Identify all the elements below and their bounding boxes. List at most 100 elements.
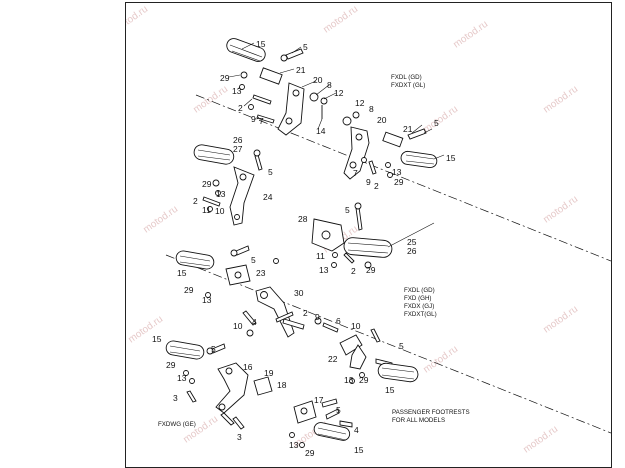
callout: 15 — [385, 385, 395, 395]
callout: 5 — [268, 167, 273, 177]
callout: 15 — [152, 334, 162, 344]
callout: 18 — [277, 380, 287, 390]
svg-text:motod.ru: motod.ru — [451, 19, 490, 51]
callout: 16 — [243, 362, 253, 372]
callout: 5 — [345, 205, 350, 215]
svg-text:motod.ru: motod.ru — [321, 4, 360, 36]
callout: 19 — [264, 368, 274, 378]
callout: 10 — [351, 321, 361, 331]
callout: 13 — [177, 373, 187, 383]
callout: 5 — [399, 341, 404, 351]
model-label: FXD (GH) — [404, 295, 432, 302]
callout: 29 — [220, 73, 230, 83]
callout: 29 — [366, 265, 376, 275]
group-mid-bracket — [311, 202, 393, 269]
callout: 6 — [336, 316, 341, 326]
callout: 11 — [316, 251, 325, 261]
callout: 15 — [354, 445, 364, 455]
callout: 13 — [319, 265, 329, 275]
leader-lines — [228, 42, 445, 248]
svg-text:motod.ru: motod.ru — [421, 344, 460, 376]
callout: 26 — [233, 135, 243, 145]
callout: 7 — [353, 168, 358, 178]
watermark-layer: motod.ru motod.ru motod.ru motod.ru moto… — [126, 4, 580, 456]
callout: 13 — [202, 295, 212, 305]
callout: 29 — [359, 375, 369, 385]
callout: 5 — [434, 118, 439, 128]
callout: 8 — [369, 104, 374, 114]
callout: 29 — [202, 179, 212, 189]
callout: 2 — [303, 308, 308, 318]
callout: 20 — [313, 75, 323, 85]
group-rider-footrest-upper — [226, 38, 438, 180]
callout: 15 — [446, 153, 456, 163]
callout: 29 — [184, 285, 194, 295]
callout: 13 — [392, 167, 402, 177]
callout: 2 — [374, 181, 379, 191]
model-label: FOR ALL MODELS — [392, 417, 445, 424]
callout: 2 — [193, 196, 198, 206]
callout: 29 — [166, 360, 176, 370]
callout: 23 — [256, 268, 266, 278]
callout: 24 — [263, 192, 273, 202]
svg-text:motod.ru: motod.ru — [541, 194, 580, 226]
callout: 27 — [233, 144, 243, 154]
callout: 13 — [289, 440, 299, 450]
callout: 20 — [377, 115, 387, 125]
svg-text:motod.ru: motod.ru — [191, 84, 230, 116]
svg-text:motod.ru: motod.ru — [541, 304, 580, 336]
callout: 15 — [256, 39, 266, 49]
callout: 9 — [366, 177, 371, 187]
callout: 17 — [314, 395, 324, 405]
callout: 8 — [327, 80, 332, 90]
callout: 26 — [407, 246, 417, 256]
footpeg-15-right — [400, 150, 438, 169]
svg-text:motod.ru: motod.ru — [126, 4, 150, 36]
model-label: FXDX (GJ) — [404, 303, 434, 310]
group-mid-controls — [175, 245, 393, 370]
callout: 5 — [336, 405, 341, 415]
callout: 10 — [215, 206, 225, 216]
callout: 7 — [259, 116, 264, 126]
callout: 12 — [355, 98, 365, 108]
callout: 15 — [177, 268, 187, 278]
model-label: FXDWG (GE) — [158, 421, 196, 428]
callout: 3 — [237, 432, 242, 442]
callout: 25 — [407, 237, 417, 247]
svg-text:motod.ru: motod.ru — [181, 414, 220, 446]
callout: 4 — [354, 425, 359, 435]
section-divider-1 — [195, 94, 611, 262]
callout: 29 — [305, 448, 315, 458]
model-label: FXDXT (GL) — [391, 82, 425, 89]
model-label: FXDL (GD) — [404, 287, 435, 294]
callout: 3 — [173, 393, 178, 403]
callout: 21 — [403, 124, 413, 134]
model-label: FXDL (GD) — [391, 74, 422, 81]
group-passenger — [289, 362, 419, 448]
callout: 2 — [351, 266, 356, 276]
callout: 4 — [252, 317, 257, 327]
section-divider-2 — [165, 254, 611, 434]
parts-diagram-sheet: motod.ru motod.ru motod.ru motod.ru moto… — [125, 2, 612, 468]
footpeg-15-top — [226, 38, 266, 62]
callout: 11 — [202, 205, 211, 215]
callout: 14 — [316, 126, 326, 136]
callout: 5 — [303, 42, 308, 52]
svg-text:motod.ru: motod.ru — [421, 104, 460, 136]
callout: 13 — [216, 189, 226, 199]
model-label: PASSENGER FOOTRESTS — [392, 409, 470, 416]
svg-text:motod.ru: motod.ru — [141, 204, 180, 236]
callout: 9 — [251, 114, 256, 124]
exploded-parts-diagram: motod.ru motod.ru motod.ru motod.ru moto… — [126, 4, 611, 458]
group-forward-control — [193, 144, 263, 226]
callout: 5 — [211, 344, 216, 354]
callout: 13 — [344, 375, 354, 385]
callout: 10 — [233, 321, 243, 331]
callout-numbers: 15 5 21 29 13 20 8 12 2 9 7 14 12 8 20 2… — [152, 39, 456, 458]
callout: 29 — [394, 177, 404, 187]
callout: 12 — [334, 88, 344, 98]
callout: 13 — [232, 86, 242, 96]
callout: 28 — [298, 214, 308, 224]
callout: 22 — [328, 354, 338, 364]
model-label: FXDXT(GL) — [404, 311, 437, 318]
